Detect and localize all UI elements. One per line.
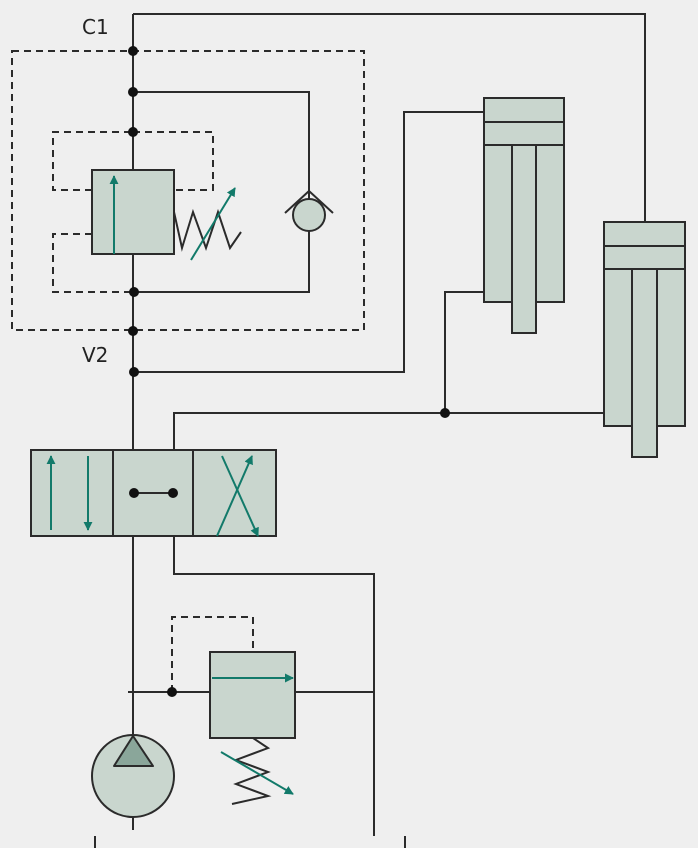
tank-return-line bbox=[173, 536, 375, 836]
left-hydraulic-cylinder bbox=[483, 97, 565, 334]
sequence-valve-body bbox=[91, 169, 175, 255]
label-c1: C1 bbox=[82, 15, 109, 39]
pressure-relief-valve bbox=[128, 616, 374, 805]
label-v2: V2 bbox=[82, 343, 108, 367]
reservoir-edge bbox=[94, 836, 406, 848]
valve-position-crossed bbox=[192, 449, 277, 537]
hydraulic-pump bbox=[91, 734, 175, 818]
counterbalance-valve-group bbox=[11, 46, 365, 336]
check-valve bbox=[284, 189, 334, 232]
valve-group-enclosure bbox=[11, 50, 365, 331]
line-v2-to-left-cylinder bbox=[129, 111, 484, 377]
line-c1-to-right-cylinder bbox=[133, 13, 646, 222]
cylinder-return-line bbox=[173, 291, 604, 450]
valve-position-parallel bbox=[30, 449, 114, 537]
directional-control-valve bbox=[30, 449, 277, 537]
right-hydraulic-cylinder bbox=[603, 221, 686, 458]
sequence-valve-spring bbox=[173, 208, 242, 252]
spring-adjust-arrow bbox=[190, 187, 236, 261]
